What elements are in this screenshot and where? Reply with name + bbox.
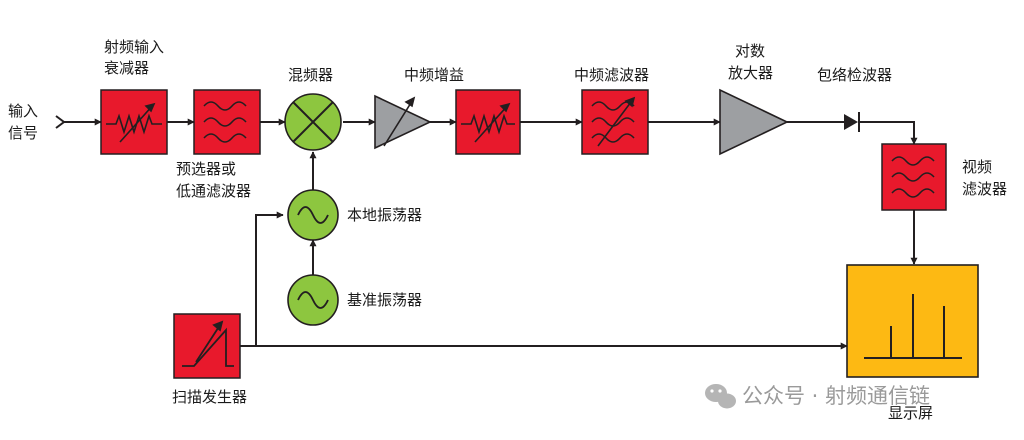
envelope-detector-diode xyxy=(844,112,860,132)
input-chevron xyxy=(55,115,66,129)
filter-wave-icon xyxy=(891,156,935,198)
rf-attenuator-block xyxy=(100,89,168,155)
local-oscillator-label: 本地振荡器 xyxy=(347,206,422,224)
video-filter-block xyxy=(881,143,947,211)
input-signal-label-2: 信号 xyxy=(8,124,38,142)
reference-oscillator-label: 基准振荡器 xyxy=(347,291,422,309)
preselector-filter-block xyxy=(193,89,261,155)
filter-wave-icon xyxy=(591,96,636,147)
attenuator-icon xyxy=(106,102,162,143)
if-gain-block xyxy=(455,89,521,155)
if-filter-label: 中频滤波器 xyxy=(574,66,649,84)
rf-attenuator-label-2: 衰减器 xyxy=(104,59,149,77)
watermark-text: 公众号 · 射频通信链 xyxy=(742,384,930,408)
preselector-label-1: 预选器或 xyxy=(176,160,236,178)
sine-wave-icon xyxy=(297,291,329,309)
mixer-x-icon xyxy=(292,101,334,143)
rf-attenuator-label-1: 射频输入 xyxy=(104,38,164,56)
video-filter-label-2: 滤波器 xyxy=(962,180,1007,198)
log-amp-label-1: 对数 xyxy=(735,42,765,60)
wire-detector-to-video-filter xyxy=(860,121,918,145)
envelope-detector-label: 包络检波器 xyxy=(817,66,892,84)
attenuator-icon xyxy=(461,102,515,143)
log-amp-label-2: 放大器 xyxy=(728,64,773,82)
sine-wave-icon xyxy=(297,206,329,224)
preselector-label-2: 低通滤波器 xyxy=(176,182,251,200)
if-gain-amplifier xyxy=(374,94,432,150)
log-amplifier xyxy=(719,88,789,156)
labels: 输入 信号 射频输入 衰减器 预选器或 低通滤波器 混频器 中频增益 中频滤波器… xyxy=(8,38,1007,422)
reference-oscillator xyxy=(287,274,339,326)
wechat-icon xyxy=(705,384,736,409)
if-filter-block xyxy=(581,89,649,155)
if-gain-label: 中频增益 xyxy=(404,66,464,84)
ramp-icon xyxy=(182,320,234,367)
local-oscillator xyxy=(287,189,339,241)
signal-paths xyxy=(55,115,918,350)
display-screen xyxy=(846,264,979,378)
filter-wave-icon xyxy=(203,101,247,143)
spectrum-lines-icon xyxy=(864,294,962,359)
mixer-label: 混频器 xyxy=(288,66,333,84)
display-label: 显示屏 xyxy=(888,404,933,422)
variable-gain-arrow-icon xyxy=(383,96,416,147)
watermark: 公众号 · 射频通信链 xyxy=(705,384,930,409)
sweep-generator-block xyxy=(173,313,241,379)
video-filter-label-1: 视频 xyxy=(962,158,992,176)
sweep-generator-label: 扫描发生器 xyxy=(172,388,247,406)
mixer-block xyxy=(284,93,342,151)
input-signal-label-1: 输入 xyxy=(8,102,38,120)
wire-sweep-to-lo xyxy=(240,211,284,347)
